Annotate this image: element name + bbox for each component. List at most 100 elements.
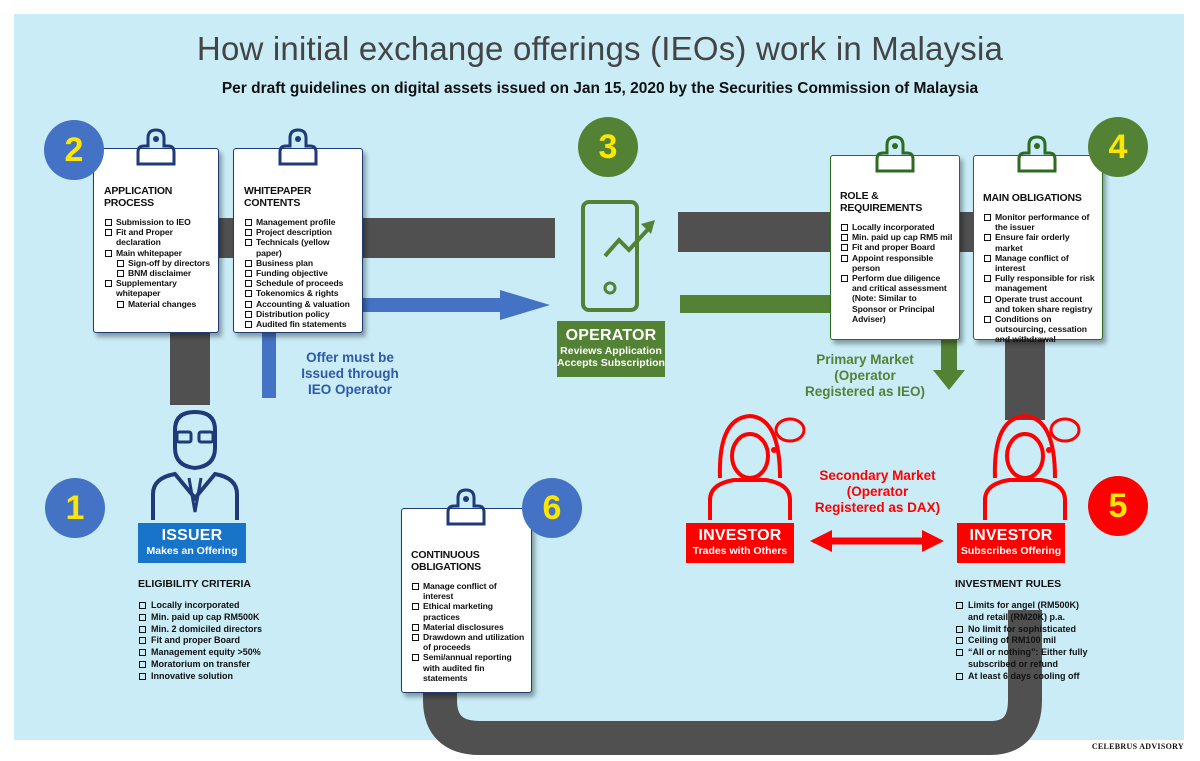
list-item: Submission to IEO (104, 217, 212, 227)
investment-list: Limits for angel (RM500K) and retail (RM… (955, 600, 1095, 683)
list-item: Audited fin statements (244, 319, 356, 329)
investment-rules: INVESTMENT RULES Limits for angel (RM500… (955, 578, 1095, 683)
list-item: Fit and Proper declaration (104, 227, 212, 247)
blue-arrow-head (500, 290, 550, 320)
operator-line1: Reviews Application (560, 345, 662, 357)
list-item: Material changes (104, 299, 212, 309)
investor-left-label: INVESTOR Trades with Others (686, 523, 794, 563)
primary-callout-line: Registered as IEO) (804, 384, 926, 399)
offer-callout-line: Issued through (301, 366, 399, 381)
clipboard-role-requirements: ROLE & REQUIREMENTS Locally incorporated… (830, 155, 960, 340)
red-arrow-left-head (810, 530, 832, 552)
clipboard-continuous-obligations: CONTINUOUS OBLIGATIONS Manage conflict o… (401, 508, 532, 693)
continuous-title: CONTINUOUS OBLIGATIONS (411, 549, 481, 573)
list-item: Monitor performance of the issuer (983, 212, 1096, 232)
offer-callout-line: Offer must be (306, 350, 394, 365)
primary-callout-line: Primary Market (816, 352, 914, 367)
list-item: Sign-off by directors (104, 258, 212, 268)
list-item: Min. paid up cap RM5 mil (840, 232, 953, 242)
page-subtitle: Per draft guidelines on digital assets i… (221, 80, 979, 97)
list-item: Min. paid up cap RM500K (138, 612, 338, 624)
step-6-badge: 6 (522, 478, 582, 538)
investor-left-icon (708, 413, 806, 520)
footer-credit: CELEBRUS ADVISORY (1091, 742, 1184, 751)
issuer-person-icon (151, 409, 239, 520)
list-item: Business plan (244, 258, 356, 268)
list-item: Management equity >50% (138, 647, 338, 659)
clipboard-clip-icon (875, 135, 915, 173)
list-item: Appoint responsible person (840, 253, 953, 273)
list-item: Main whitepaper (104, 248, 212, 258)
page-title: How initial exchange offerings (IEOs) wo… (196, 30, 1004, 67)
list-item: Moratorium on transfer (138, 659, 338, 671)
red-arrow-right-head (922, 530, 944, 552)
list-item: Conditions on outsourcing, cessation and… (983, 314, 1096, 345)
green-arrow-shaft (680, 295, 840, 313)
list-item: Fully responsible for risk management (983, 273, 1096, 293)
investor-right-line1: Subscribes Offering (960, 545, 1062, 557)
list-item: Manage conflict of interest (983, 253, 1096, 273)
step-2-badge: 2 (44, 120, 104, 180)
application-title: APPLICATION PROCESS (104, 185, 173, 209)
list-item: Accounting & valuation (244, 299, 356, 309)
secondary-callout-line: Registered as DAX) (814, 500, 941, 515)
list-item: Operate trust account and token share re… (983, 294, 1096, 314)
obligations-title: MAIN OBLIGATIONS (983, 192, 1082, 204)
green-down-shaft (941, 338, 957, 373)
primary-market-callout: Primary Market (Operator Registered as I… (800, 352, 930, 400)
step-4-badge: 4 (1088, 117, 1148, 177)
list-item: Schedule of proceeds (244, 278, 356, 288)
step-3-badge: 3 (578, 117, 638, 177)
primary-callout-line: (Operator (834, 368, 896, 383)
list-item: Limits for angel (RM500K) and retail (RM… (955, 600, 1095, 624)
offer-callout-line: IEO Operator (307, 382, 393, 397)
clipboard-clip-icon (136, 128, 176, 166)
list-item: Ethical marketing practices (411, 601, 525, 622)
list-item: Distribution policy (244, 309, 356, 319)
list-item: Min. 2 domiciled directors (138, 624, 338, 636)
list-item: BNM disclaimer (104, 268, 212, 278)
investor-left-line1: Trades with Others (692, 545, 788, 557)
investor-left-name: INVESTOR (698, 527, 782, 544)
issuer-name: ISSUER (161, 527, 223, 544)
whitepaper-title: WHITEPAPER CONTENTS (244, 185, 312, 209)
list-item: “All or nothing”: Either fully subscribe… (955, 647, 1095, 671)
list-item: Project description (244, 227, 356, 237)
clipboard-clip-icon (278, 128, 318, 166)
list-item: Locally incorporated (840, 222, 953, 232)
investment-title: INVESTMENT RULES (955, 578, 1062, 590)
issuer-label: ISSUER Makes an Offering (138, 523, 246, 563)
list-item: Locally incorporated (138, 600, 338, 612)
list-item: Semi/annual reporting with audited fin s… (411, 652, 525, 683)
list-item: Management profile (244, 217, 356, 227)
list-item: Drawdown and utilization of proceeds (411, 632, 525, 652)
list-item: Manage conflict of interest (411, 581, 525, 601)
list-item: At least 6 days cooling off (955, 671, 1095, 683)
offer-callout: Offer must be Issued through IEO Operato… (290, 350, 410, 398)
list-item: Tokenomics & rights (244, 288, 356, 298)
secondary-callout-line: Secondary Market (819, 468, 936, 483)
clipboard-main-obligations: MAIN OBLIGATIONS Monitor performance of … (973, 155, 1103, 344)
clipboard-clip-icon (446, 488, 486, 526)
green-down-head (933, 370, 965, 390)
secondary-market-callout: Secondary Market (Operator Registered as… (810, 468, 945, 516)
list-item: No limit for sophisticated (955, 624, 1095, 636)
investor-right-icon (983, 413, 1081, 520)
track-bottom (423, 610, 1042, 755)
phone-chart-icon (581, 200, 655, 312)
operator-line2: Accepts Subscription (557, 357, 665, 369)
list-item: Perform due diligence and critical asses… (840, 273, 953, 324)
role-title: ROLE & REQUIREMENTS (840, 190, 923, 214)
eligibility-criteria: ELIGIBILITY CRITERIA Locally incorporate… (138, 578, 338, 683)
clipboard-clip-icon (1017, 135, 1057, 173)
list-item: Material disclosures (411, 622, 525, 632)
